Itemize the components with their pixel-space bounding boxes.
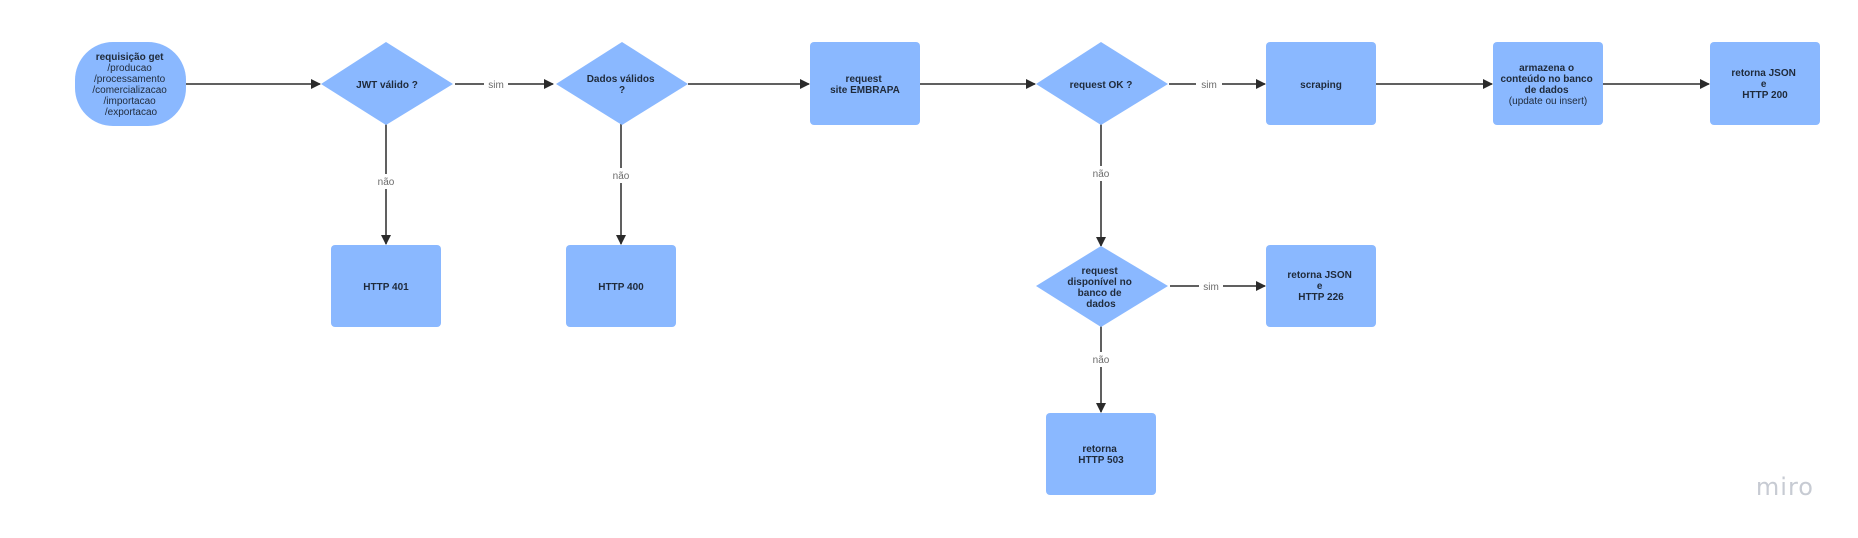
label-jwt-sim: sim: [488, 80, 504, 91]
label-disp-nao: não: [1093, 355, 1110, 366]
node-start-text: requisição get /producao /processamento …: [92, 52, 169, 118]
node-request-site-text: request site EMBRAPA: [830, 74, 900, 96]
node-http-400-text: HTTP 400: [598, 282, 644, 293]
label-dados-nao: não: [613, 171, 630, 182]
node-scraping[interactable]: [1266, 42, 1376, 125]
label-jwt-nao: não: [378, 177, 395, 188]
node-request-site[interactable]: [810, 42, 920, 125]
node-disponivel-decision[interactable]: [1036, 246, 1168, 327]
node-retorna-226[interactable]: [1266, 245, 1376, 327]
node-retorna-226-text: retorna JSON e HTTP 226: [1287, 270, 1354, 303]
label-ok-sim: sim: [1201, 80, 1217, 91]
edges: [186, 79, 1710, 413]
node-retorna-503-text: retorna HTTP 503: [1078, 444, 1124, 466]
node-dados-decision[interactable]: [556, 42, 688, 125]
label-disp-sim: sim: [1203, 282, 1219, 293]
node-request-ok-decision[interactable]: [1036, 42, 1168, 125]
node-start[interactable]: [75, 42, 186, 126]
node-http-401[interactable]: [331, 245, 441, 327]
node-armazena[interactable]: [1493, 42, 1603, 125]
node-http-401-text: HTTP 401: [363, 282, 409, 293]
node-jwt-text: JWT válido ?: [356, 80, 418, 91]
node-dados-text: Dados válidos ?: [587, 74, 658, 96]
nodes: requisição get /producao /processamento …: [75, 42, 1820, 495]
edge-labels: sim não não sim não sim não: [378, 80, 1219, 366]
label-ok-nao: não: [1093, 169, 1110, 180]
miro-watermark: miro: [1756, 473, 1814, 501]
node-retorna-503[interactable]: [1046, 413, 1156, 495]
node-disponivel-text: request disponível no banco de dados: [1067, 266, 1134, 310]
node-http-400[interactable]: [566, 245, 676, 327]
node-jwt-decision[interactable]: [321, 42, 453, 125]
node-retorna-200-text: retorna JSON e HTTP 200: [1731, 68, 1798, 101]
node-request-ok-text: request OK ?: [1070, 80, 1133, 91]
node-retorna-200[interactable]: [1710, 42, 1820, 125]
node-scraping-text: scraping: [1300, 80, 1342, 91]
node-armazena-text: armazena o conteúdo no banco de dados (u…: [1501, 63, 1596, 107]
